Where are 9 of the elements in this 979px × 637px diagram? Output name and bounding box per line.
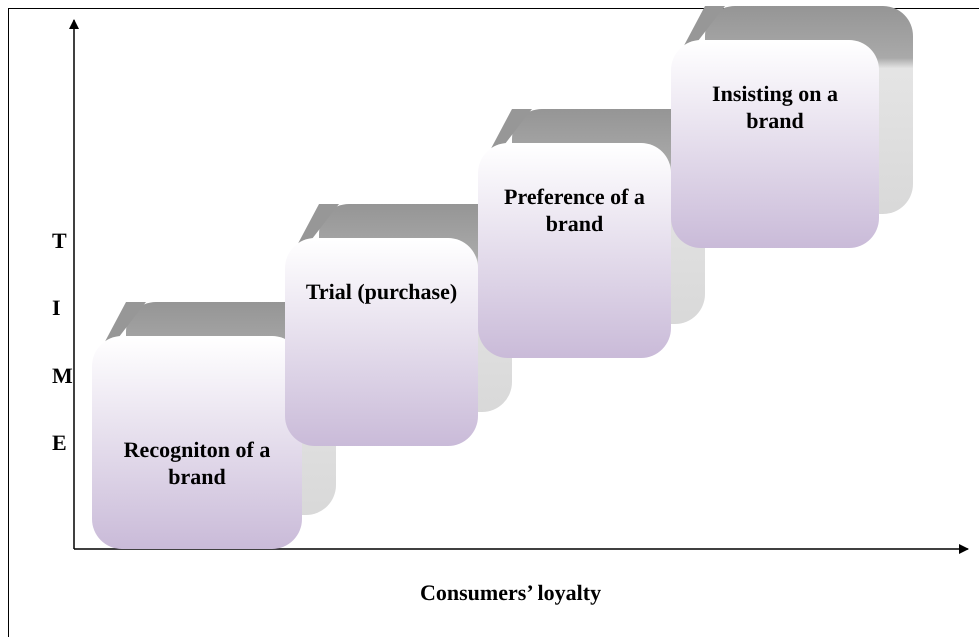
axis-letter: E — [52, 430, 67, 456]
step-label: Insisting on a brand — [711, 80, 839, 134]
axis-letter: M — [52, 363, 73, 389]
axis-title: Consumers’ loyalty — [420, 580, 602, 606]
axis-letter: I — [52, 295, 61, 321]
step-label: Recogniton of a brand — [122, 436, 272, 490]
step-label: Preference of a brand — [503, 183, 646, 237]
axis-letter: T — [52, 228, 67, 254]
step-label: Trial (purchase) — [304, 278, 458, 305]
